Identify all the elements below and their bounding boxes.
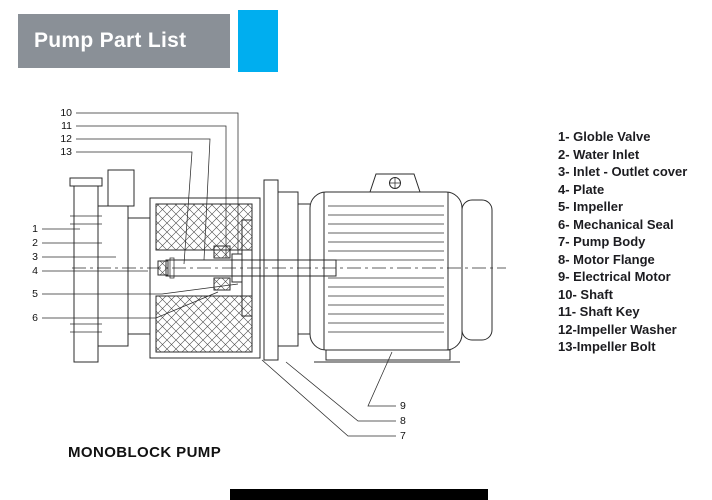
page-title-text: Pump Part List xyxy=(34,29,187,52)
leader-lines: 10 11 12 13 1 2 3 4 5 6 9 8 7 xyxy=(32,107,406,442)
callout-3: 3 xyxy=(32,251,38,263)
part-item: 3- Inlet - Outlet cover xyxy=(558,164,688,179)
motor-fins xyxy=(328,205,444,333)
callout-12: 12 xyxy=(60,133,72,145)
callout-1: 1 xyxy=(32,223,38,235)
callout-10: 10 xyxy=(60,107,72,119)
parts-list: 1- Globle Valve 2- Water Inlet 3- Inlet … xyxy=(558,128,687,356)
electrical-motor xyxy=(309,173,493,363)
part-item: 1- Globle Valve xyxy=(558,129,651,144)
callout-2: 2 xyxy=(32,237,38,249)
callout-8: 8 xyxy=(400,415,406,427)
accent-block xyxy=(238,10,278,72)
footer-bar xyxy=(230,489,488,500)
callout-7: 7 xyxy=(400,430,406,442)
motor-flange xyxy=(263,179,310,361)
lifting-lug xyxy=(369,173,421,193)
part-item: 4- Plate xyxy=(558,181,605,197)
page-title: Pump Part List xyxy=(18,14,230,68)
part-item: 7- Pump Body xyxy=(558,234,646,249)
part-item: 11- Shaft Key xyxy=(558,304,640,319)
callout-4: 4 xyxy=(32,265,38,277)
callout-5: 5 xyxy=(32,288,38,300)
part-item: 12-Impeller Washer xyxy=(558,321,677,337)
callout-9: 9 xyxy=(400,400,406,412)
part-item: 5- Impeller xyxy=(558,199,624,214)
pump-body-casing xyxy=(149,197,261,359)
diagram-caption: MONOBLOCK PUMP xyxy=(68,444,222,461)
lug-bolt-icon xyxy=(389,177,401,189)
motor-foot xyxy=(325,349,451,361)
valve-inlet-assembly xyxy=(69,169,150,363)
pump-cross-section-diagram: 10 11 12 13 1 2 3 4 5 6 9 8 7 xyxy=(32,107,506,442)
callout-13: 13 xyxy=(60,146,72,158)
part-item: 9- Electrical Motor xyxy=(558,269,671,284)
part-item: 13-Impeller Bolt xyxy=(558,339,656,354)
callout-11: 11 xyxy=(61,120,72,132)
part-item: 8- Motor Flange xyxy=(558,251,655,267)
part-item: 6- Mechanical Seal xyxy=(558,216,674,232)
part-item: 2- Water Inlet xyxy=(558,146,640,162)
callout-6: 6 xyxy=(32,312,38,324)
part-item: 10- Shaft xyxy=(558,286,613,302)
